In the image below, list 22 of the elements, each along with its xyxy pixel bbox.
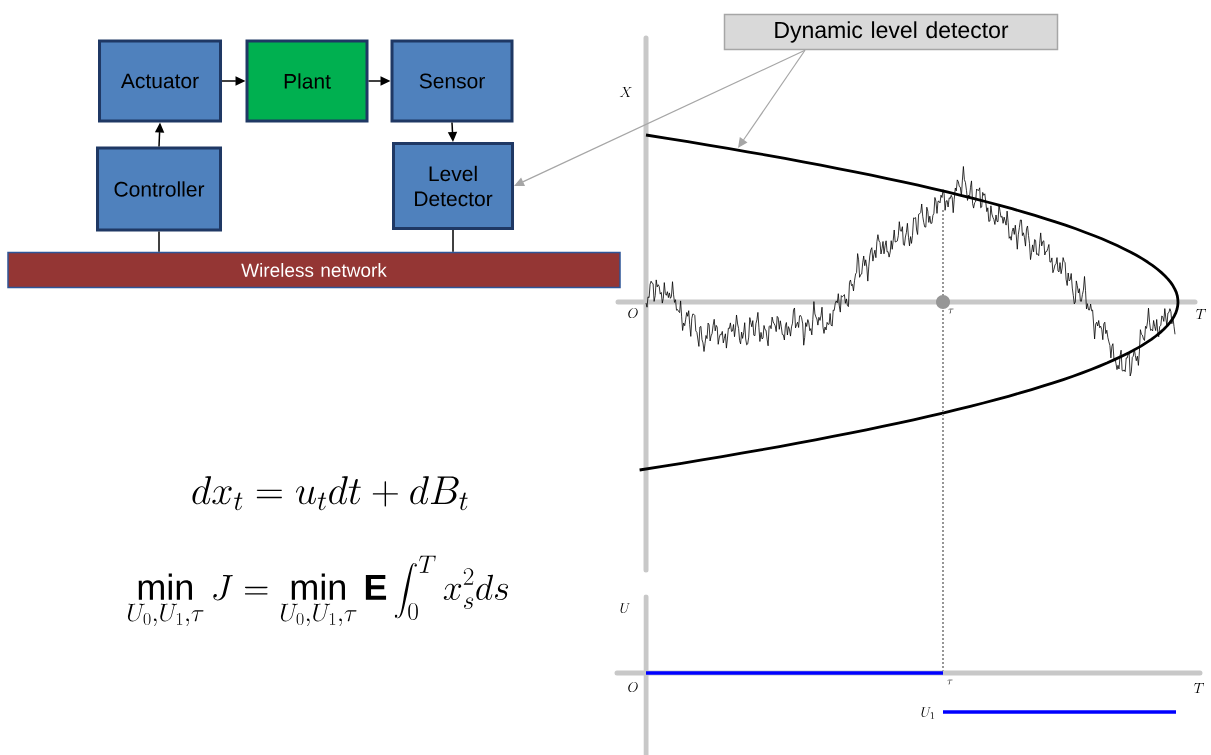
axis-label: $U_1$ xyxy=(921,707,935,719)
equation: $dx_t = u_t dt + dB_t$ xyxy=(192,476,468,511)
axis-label: $O$ xyxy=(628,307,638,319)
process-box: Actuator xyxy=(98,39,222,123)
axis-label: $X$ xyxy=(619,86,632,98)
process-box: Controller xyxy=(96,146,222,232)
leader-line xyxy=(738,49,806,148)
process-box: Level Detector xyxy=(392,142,514,230)
process-box: Plant xyxy=(245,39,369,123)
equation: $\min_{U_0,U_1,\tau} J = \min_{U_0,U_1,\tau} \mathbf{E} \int_0^T x_s^2 ds$ xyxy=(127,555,509,626)
connector-line xyxy=(158,230,160,253)
axis-label: $T$ xyxy=(1196,308,1207,320)
axis-label: $U$ xyxy=(620,603,630,614)
axis-label: $O$ xyxy=(628,681,638,693)
axis-label: $T$ xyxy=(1194,682,1205,694)
axis-label: $\tau$ xyxy=(947,679,953,685)
process-box: Sensor xyxy=(390,39,514,123)
network-bar: Wireless network xyxy=(7,251,621,289)
leader-line xyxy=(514,49,806,186)
axis-label: $\tau$ xyxy=(948,308,954,314)
connector-line xyxy=(452,229,454,253)
callout-box: Dynamic level detector xyxy=(723,13,1059,51)
